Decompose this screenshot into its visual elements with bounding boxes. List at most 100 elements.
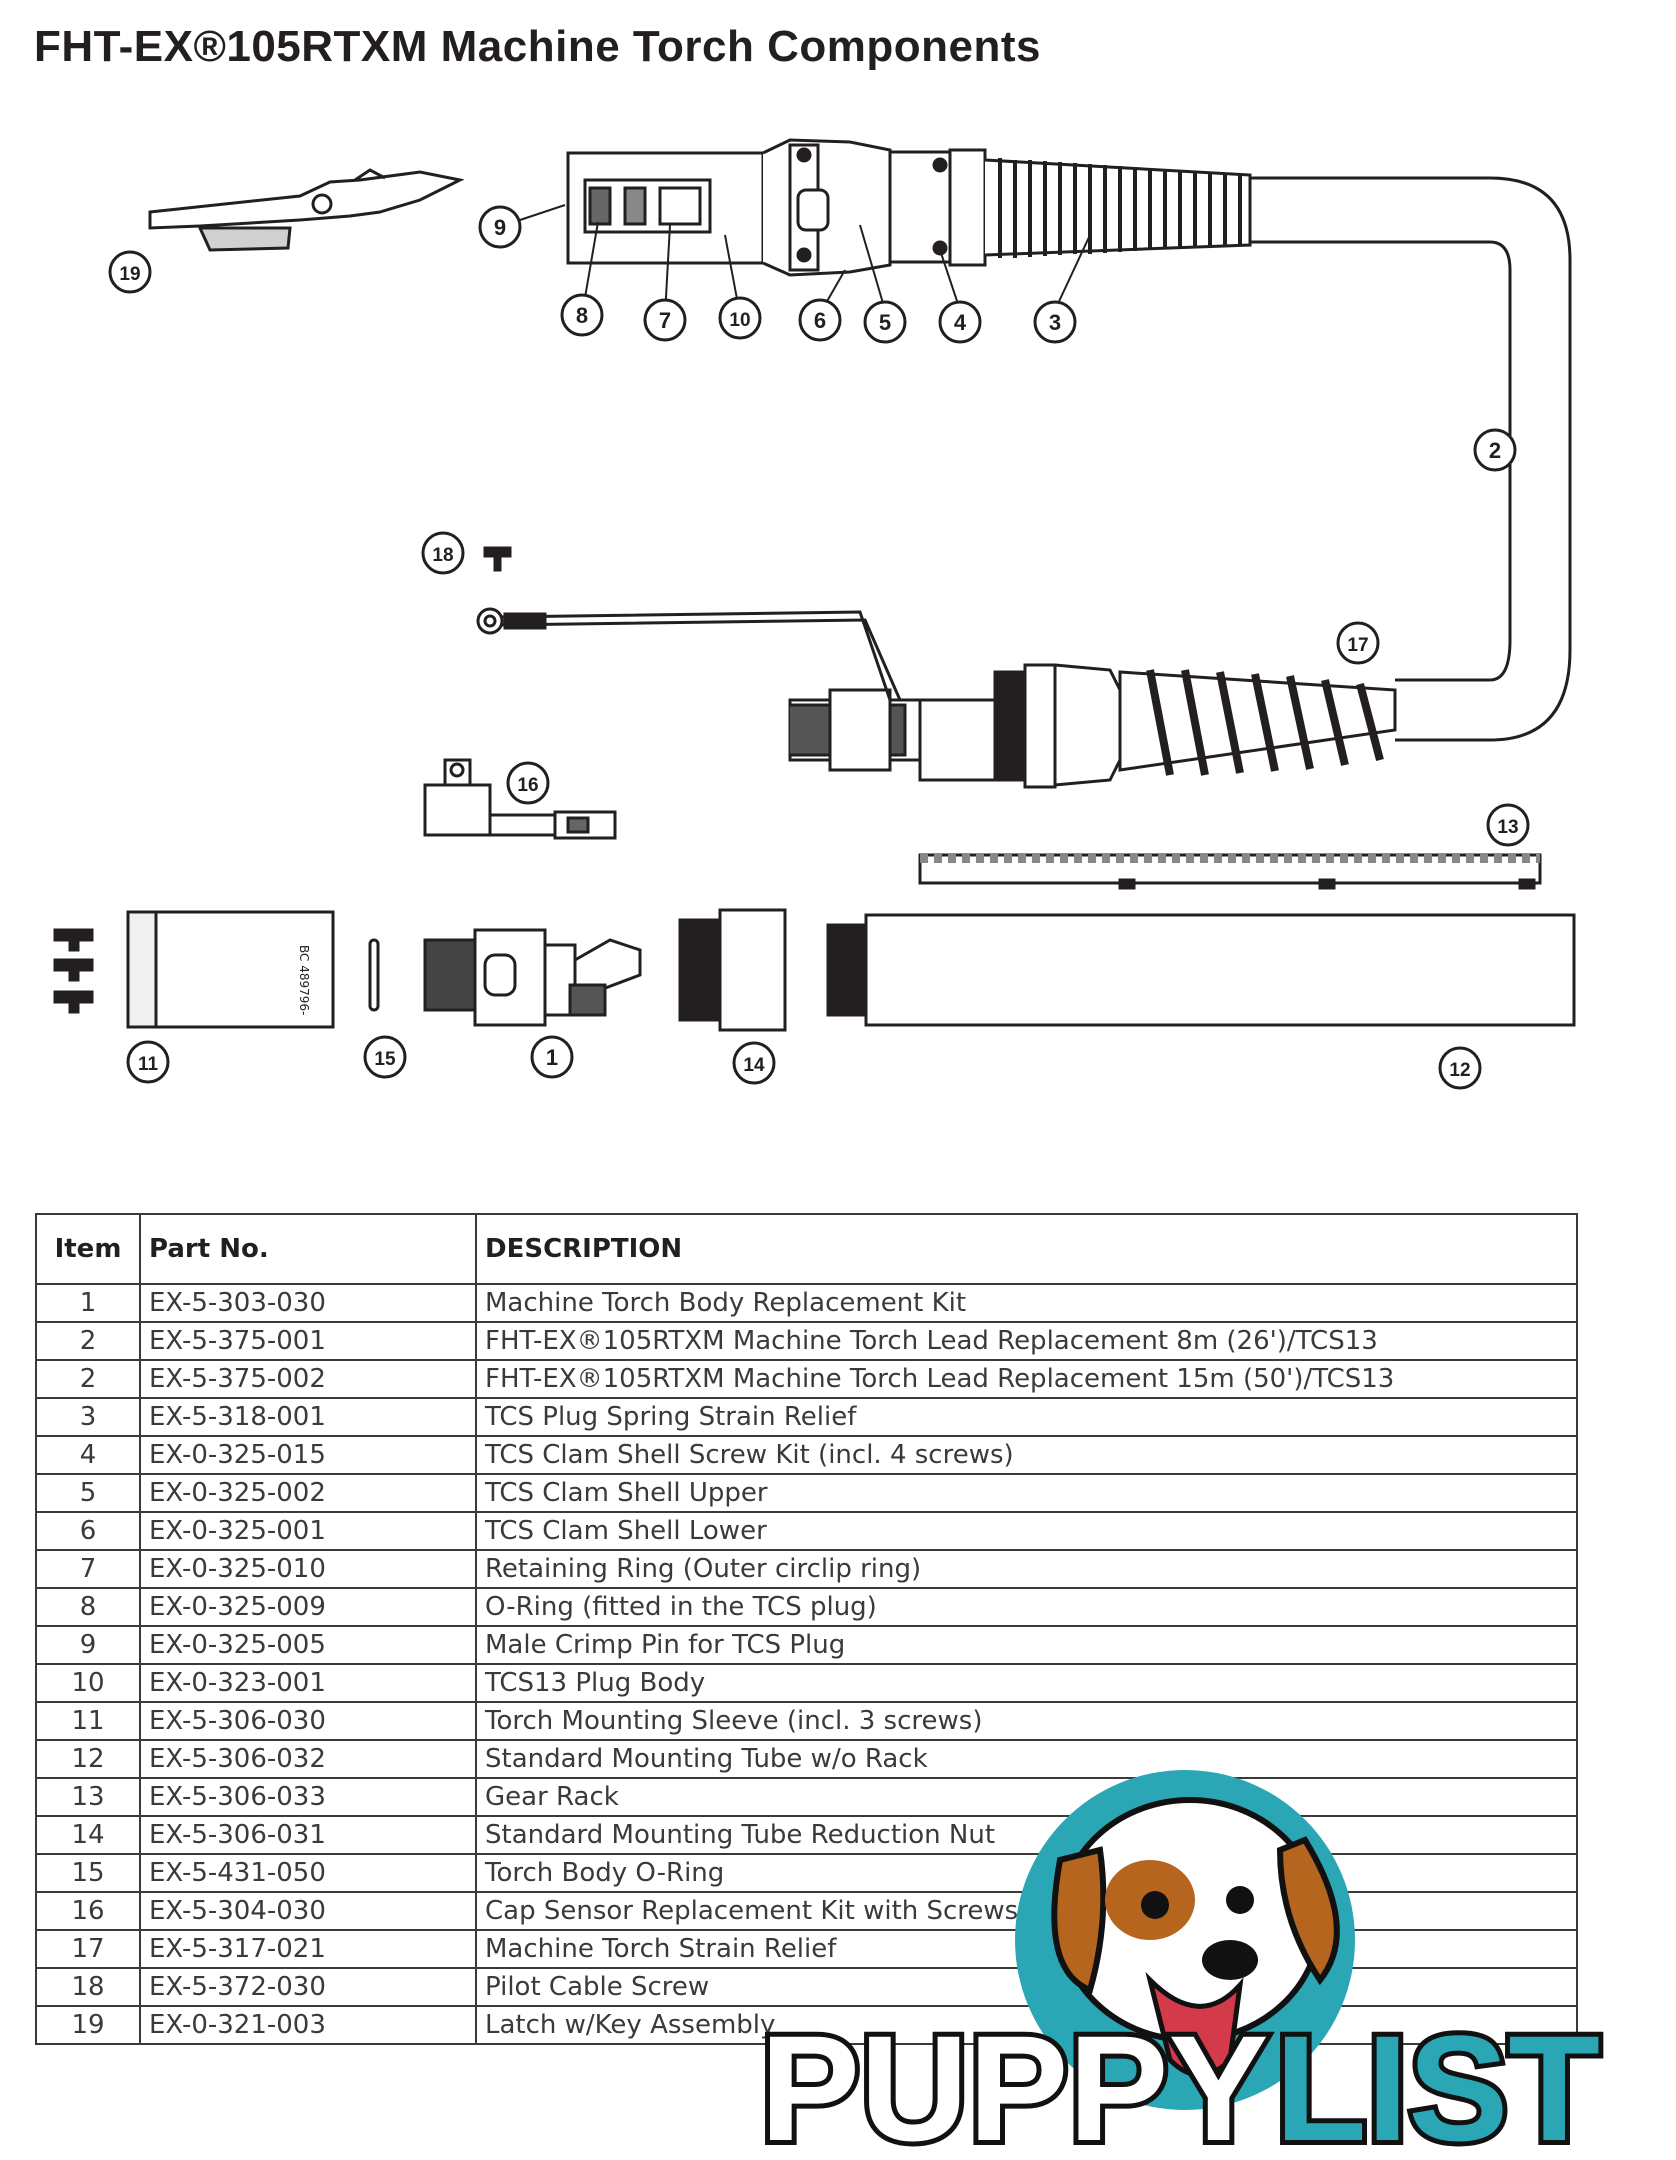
callout-17: 17 [1336,621,1380,665]
description-cell: O-Ring (fitted in the TCS plug) [475,1587,1578,1627]
part-number-cell: EX-5-317-021 [139,1929,477,1969]
description-cell: TCS13 Plug Body [475,1663,1578,1703]
svg-text:7: 7 [659,308,671,333]
callout-4: 4 [938,300,982,344]
sleeve-marking: BC 489796- [297,945,311,1015]
callout-11: 11 [126,1040,170,1084]
item-cell: 13 [35,1777,141,1817]
description-cell: Standard Mounting Tube w/o Rack [475,1739,1578,1779]
sleeve-screws-icon [53,928,94,1014]
torch-lead-hose [1250,176,1572,742]
item-cell: 5 [35,1473,141,1513]
description-cell: Standard Mounting Tube Reduction Nut [475,1815,1578,1855]
item-cell: 12 [35,1739,141,1779]
svg-text:19: 19 [119,264,140,285]
part-number-cell: EX-5-304-030 [139,1891,477,1931]
exploded-parts-diagram: BC 489796- 1 2 3 4 5 6 7 8 9 10 11 12 13… [53,138,1576,1090]
dog-mascot-icon [1051,1797,1340,2078]
part-number-cell: EX-5-306-031 [139,1815,477,1855]
item-cell: 16 [35,1891,141,1931]
svg-text:2: 2 [1489,438,1501,463]
description-cell: TCS Clam Shell Upper [475,1473,1578,1513]
svg-text:10: 10 [729,310,750,331]
part-number-cell: EX-5-372-030 [139,1967,477,2007]
item-cell: 9 [35,1625,141,1665]
part-number-cell: EX-5-306-032 [139,1739,477,1779]
part-number-cell: EX-0-325-001 [139,1511,477,1551]
description-cell: Latch w/Key Assembly [475,2005,1578,2045]
part-number-cell: EX-0-325-005 [139,1625,477,1665]
part-number-cell: EX-0-323-001 [139,1663,477,1703]
item-cell: 6 [35,1511,141,1551]
logo-text-list: LIST [1275,2004,1600,2160]
svg-text:5: 5 [879,310,891,335]
item-cell: 14 [35,1815,141,1855]
column-header-description: DESCRIPTION [475,1213,1578,1285]
part-number-cell: EX-0-325-002 [139,1473,477,1513]
svg-text:3: 3 [1049,310,1061,335]
part-number-cell: EX-5-318-001 [139,1397,477,1437]
part-number-cell: EX-0-325-015 [139,1435,477,1475]
description-cell: Retaining Ring (Outer circlip ring) [475,1549,1578,1589]
latch-key-assembly [148,168,465,252]
part-number-cell: EX-0-325-009 [139,1587,477,1627]
callout-2: 2 [1473,428,1517,472]
cap-sensor-kit [423,758,617,840]
item-cell: 15 [35,1853,141,1893]
description-cell: FHT-EX®105RTXM Machine Torch Lead Replac… [475,1359,1578,1399]
description-cell: TCS Clam Shell Lower [475,1511,1578,1551]
column-header-part-no: Part No. [139,1213,477,1285]
item-cell: 8 [35,1587,141,1627]
column-header-item: Item [35,1213,141,1285]
item-cell: 17 [35,1929,141,1969]
callout-5: 5 [863,300,907,344]
callout-1: 1 [530,1035,574,1079]
description-cell: Male Crimp Pin for TCS Plug [475,1625,1578,1665]
svg-text:9: 9 [494,215,506,240]
torch-mounting-sleeve [126,910,335,1029]
tcs-plug-body [566,138,987,277]
tcs-spring-strain-relief [984,158,1252,258]
callout-7: 7 [643,298,687,342]
part-number-cell: EX-5-306-033 [139,1777,477,1817]
part-number-cell: EX-5-303-030 [139,1283,477,1323]
puppylist-logo: PUPPY LIST [760,1770,1605,2160]
page-title: FHT-EX®105RTXM Machine Torch Components [34,22,1041,71]
svg-text:18: 18 [432,545,453,566]
description-cell: Torch Mounting Sleeve (incl. 3 screws) [475,1701,1578,1741]
part-number-cell: EX-5-431-050 [139,1853,477,1893]
callout-13: 13 [1486,803,1530,847]
item-cell: 10 [35,1663,141,1703]
svg-text:12: 12 [1449,1060,1470,1081]
part-number-cell: EX-0-325-010 [139,1549,477,1589]
part-number-cell: EX-5-306-030 [139,1701,477,1741]
item-cell: 7 [35,1549,141,1589]
item-cell: 18 [35,1967,141,2007]
description-cell: TCS Clam Shell Screw Kit (incl. 4 screws… [475,1435,1578,1475]
part-number-cell: EX-0-321-003 [139,2005,477,2045]
description-cell: FHT-EX®105RTXM Machine Torch Lead Replac… [475,1321,1578,1361]
machine-torch-body [423,928,642,1027]
svg-text:1: 1 [546,1045,558,1070]
mounting-tube-reduction-nut [678,908,787,1032]
description-cell: Gear Rack [475,1777,1578,1817]
svg-text:13: 13 [1497,817,1518,838]
callout-15: 15 [363,1035,407,1079]
callout-6: 6 [798,298,842,342]
item-cell: 4 [35,1435,141,1475]
description-cell: TCS Plug Spring Strain Relief [475,1397,1578,1437]
svg-text:14: 14 [743,1055,765,1076]
part-number-cell: EX-5-375-002 [139,1359,477,1399]
